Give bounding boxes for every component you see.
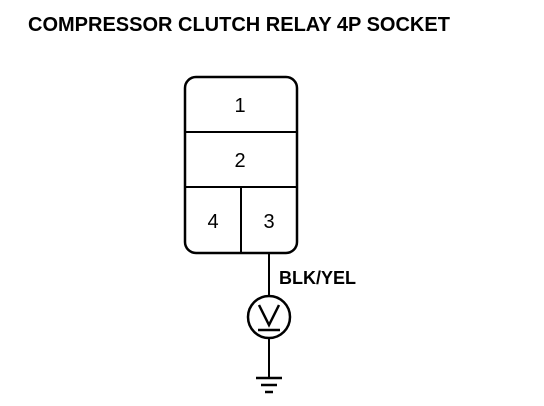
ground-icon bbox=[256, 376, 282, 394]
diagram-title: COMPRESSOR CLUTCH RELAY 4P SOCKET bbox=[28, 14, 450, 36]
pin-1-label: 1 bbox=[234, 95, 245, 117]
pin-2-label: 2 bbox=[234, 150, 245, 172]
pin-3-label: 3 bbox=[263, 211, 274, 233]
voltmeter-icon bbox=[246, 294, 292, 340]
pin-4-label: 4 bbox=[207, 211, 218, 233]
wire-color-label: BLK/YEL bbox=[279, 268, 356, 288]
connector-4p-socket: 1 2 4 3 bbox=[183, 75, 299, 255]
